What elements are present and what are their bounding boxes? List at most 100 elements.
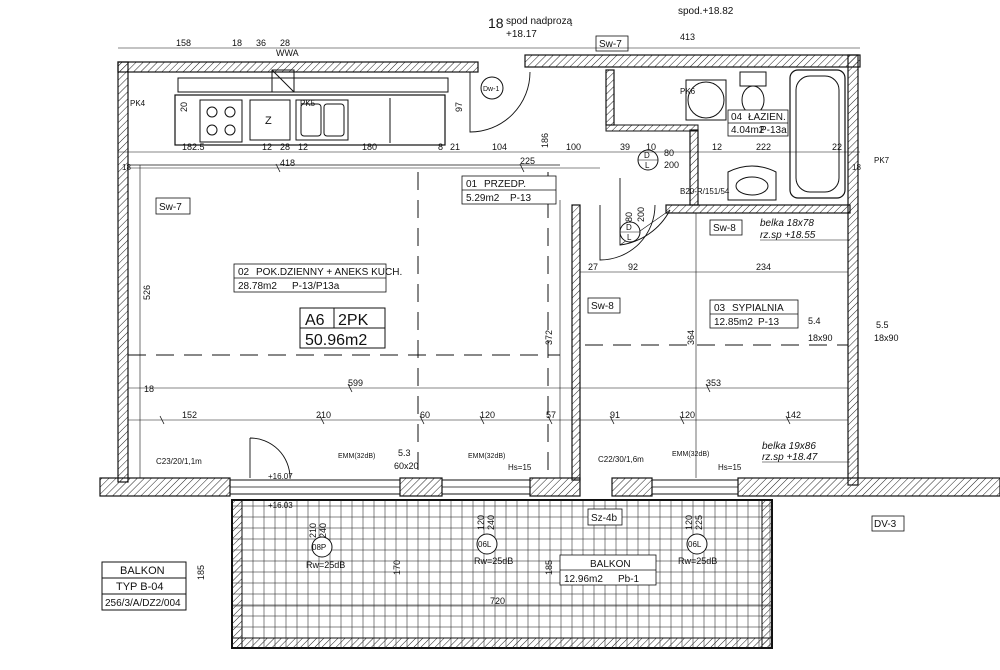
dim-100: 100 [566,142,581,152]
col-3b: 18x90 [874,333,899,343]
room-02-id: 02 [238,267,250,278]
room-04-finish: P-13a [760,125,787,136]
dim-158: 158 [176,38,191,48]
dim-104: 104 [492,142,507,152]
title-line-3: 256/3/A/DZ2/004 [105,598,181,609]
wall-right [847,54,859,486]
dim-28: 28 [280,38,290,48]
dim-142: 142 [786,410,801,420]
sound-label-1: Rw=25dB [306,560,345,570]
sound-label-2: Rw=25dB [474,556,513,566]
room-label-03: 03 SYPIALNIA 12.85m2 P-13 [709,299,799,329]
title-line-2: TYP B-04 [116,581,164,593]
title-line-1: BALKON [120,565,165,577]
dim-200b: 200 [636,207,646,222]
col-3: 5.5 [876,320,889,330]
balcony-name: BALKON [590,559,631,570]
apartment-label: A6 2PK 50.96m2 [299,307,386,349]
wall-tag-sw8-mid: Sw-8 [591,301,614,312]
dim-182-5: 182.5 [182,142,205,152]
room-02-area: 28.78m2 [238,281,277,292]
dim-8: 8 [438,142,443,152]
dim-18b: 18 [144,384,154,394]
wall-tag-dv3: DV-3 [874,519,897,530]
room-03-name: SYPIALNIA [732,303,784,314]
top-level: spod.+18.82 [678,6,734,17]
dim-120c: 120 [476,515,486,530]
dim-80a: 80 [664,148,674,158]
room-01-area: 5.29m2 [466,193,500,204]
door-tags: D L D L Dw-1 [480,76,659,243]
dim-170: 170 [392,560,402,575]
dim-225a: 225 [520,156,535,166]
dim-210a: 210 [316,410,331,420]
door-tag-2: D [626,223,632,232]
room-label-01: 01 PRZEDP. 5.29m2 P-13 [461,175,557,205]
wall-top-left [117,61,479,73]
dim-222: 222 [756,142,771,152]
dim-12b: 12 [298,142,308,152]
pk4-label: PK4 [130,99,146,108]
dim-599: 599 [348,378,363,388]
top-level-3: +18.17 [506,29,537,40]
room-01-id: 01 [466,179,478,190]
col-2: 5.4 [808,316,821,326]
col-1b: 60x20 [394,461,419,471]
pk5-label: PK5 [300,99,316,108]
dim-18a: 18 [232,38,242,48]
dim-240b: 240 [486,515,496,530]
apartment-type: 2PK [338,312,369,329]
wall-partition-vertical [571,204,581,481]
room-01-name: PRZEDP. [484,179,526,190]
dim-152: 152 [182,410,197,420]
wall-top-right [524,54,861,68]
balcony [231,499,773,649]
emm-label-2: EMM(32dB) [468,453,505,460]
room-04-name: ŁAZIEN. [748,112,786,123]
col-2b: 18x90 [808,333,833,343]
dimension-lines [118,47,860,607]
dim-210b: 210 [308,523,318,538]
dim-418: 418 [280,158,295,168]
sound-label-3: Rw=25dB [678,556,717,566]
dim-28b: 28 [280,142,290,152]
wall-bottom-2 [399,477,443,497]
room-03-id: 03 [714,303,726,314]
room-label-02: 02 POK.DZIENNY + ANEKS KUCH. 28.78m2 P-1… [233,263,402,293]
room-04-area: 4.04m2 [731,125,765,136]
dim-80b: 80 [624,212,634,222]
washing-machine [687,81,725,119]
top-level-2: spod nadprozą [506,16,573,27]
door-tag-dw: Dw-1 [483,86,499,93]
wall-bottom-3 [529,477,581,497]
dim-12a: 12 [262,142,272,152]
wall-partition-hall [605,69,615,126]
balcony-tiles [231,499,773,649]
dim-372: 372 [544,330,554,345]
door-tag-1: D [644,151,650,160]
wall-bottom-1 [99,477,231,497]
beam-1-level: rz.sp +18.55 [760,230,816,241]
hs-1: Hs=15 [508,463,532,472]
emm-label-3: EMM(32dB) [672,451,709,458]
lintel-left: C23/20/1,1m [156,457,202,466]
dim-12c: 12 [712,142,722,152]
dim-720: 720 [490,596,505,606]
dim-91: 91 [610,410,620,420]
dim-120a: 120 [480,410,495,420]
apartment-code: A6 [305,312,325,329]
door-swings [249,71,671,479]
dim-413: 413 [680,32,695,42]
beam-2-name: belka 19x86 [762,441,816,452]
wall-partition-bath [665,204,851,214]
room-label-04: 04 ŁAZIEN. 4.04m2 P-13a [727,109,789,137]
pk7-label: PK7 [874,156,890,165]
dim-92: 92 [628,262,638,272]
dim-60: 60 [420,410,430,420]
window-tag-2: 06L [478,540,492,549]
beam-notes: belka 18x78 rz.sp +18.55 belka 19x86 rz.… [506,6,850,463]
window-tag-3: 06L [688,540,702,549]
dim-353: 353 [706,378,721,388]
balcony-finish: Pb-1 [618,574,640,585]
